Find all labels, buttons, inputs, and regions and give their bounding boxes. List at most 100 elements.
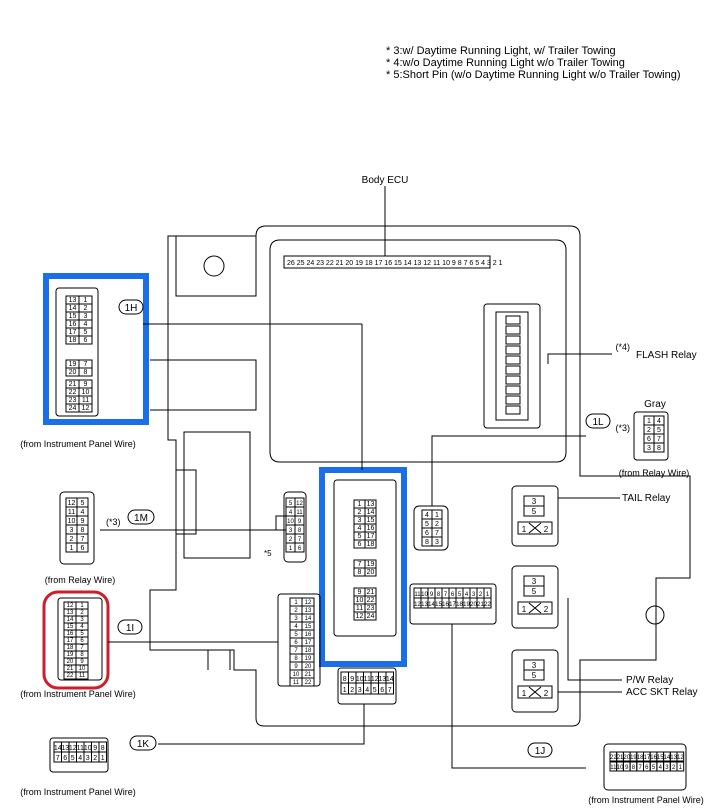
c1j-pin-number: 11 (610, 765, 617, 771)
flash-note: (*4) (615, 342, 630, 352)
relay-pin-number: 3 (532, 577, 537, 586)
c1j-housing-pin-number: 22 (484, 602, 491, 608)
c1m-pin-number: 11 (68, 509, 75, 516)
gray-pin-number: 1 (647, 418, 651, 425)
c1i-pin-number: 18 (67, 645, 74, 651)
gray-source: (from Relay Wire) (619, 468, 690, 478)
c1j-pin-number: 6 (645, 765, 649, 771)
c1h-pin-number: 9 (84, 381, 88, 388)
body-ecu-label: Body ECU (362, 175, 409, 186)
c1k-housing-pin-number: 6 (380, 687, 384, 694)
center-pin-number: 12 (356, 613, 364, 620)
c1k-tag: 1K (137, 739, 150, 750)
c1m-housing-pin-number: 5 (289, 501, 293, 507)
gray-pin-number: 3 (647, 445, 651, 452)
c1j-housing-pin-number: 19 (463, 602, 470, 608)
c1l-housing-pin-number: 7 (435, 530, 439, 537)
c1m-tag: 1M (134, 513, 148, 524)
c1m-housing-pin-number: 6 (298, 546, 302, 552)
c1h-pin-number: 8 (84, 369, 88, 376)
c1h-pin-number: 20 (69, 369, 77, 376)
flash-socket-cell (505, 335, 521, 345)
center-pin-number: 19 (367, 561, 375, 568)
c1l-housing-pin-number: 8 (425, 539, 429, 546)
c1h-pin-number: 14 (69, 305, 77, 312)
c1k-housing-pin-number: 4 (365, 687, 369, 694)
c1j-housing-pin-number: 15 (435, 602, 442, 608)
center-pin-number: 13 (367, 501, 375, 508)
c1k-housing-cell (385, 682, 394, 695)
c1i-housing-pin-number: 3 (294, 616, 298, 622)
c1k-housing-pin-number: 3 (358, 687, 362, 694)
c1k-housing-pin-number: 14 (386, 676, 394, 683)
c1j-housing-pin-number: 14 (428, 602, 435, 608)
center-cell (364, 539, 377, 549)
relay-pin-number: 3 (532, 661, 537, 670)
c1j-pin-number: 21 (617, 755, 624, 761)
c1k-pin-number: 5 (71, 755, 75, 762)
relay-pin-number: 1 (522, 689, 527, 698)
c1k-pin-number: 4 (78, 755, 82, 762)
tail-relay-label: TAIL Relay (622, 493, 670, 504)
c1l-housing-pin-number: 3 (435, 539, 439, 546)
c1m-source: (from Relay Wire) (45, 575, 116, 585)
c1j-housing-pin-number: 12 (414, 602, 421, 608)
c1j-housing-pin-number: 13 (421, 602, 428, 608)
c1j-cell (676, 751, 685, 762)
flash-socket-cell (505, 395, 521, 405)
c1j-pin-number: 12 (677, 755, 684, 761)
center-pin-number: 24 (367, 613, 375, 620)
relay-pin-cell (517, 685, 553, 699)
relay-pin-number: 2 (544, 525, 549, 534)
c1j-pin-number: 22 (610, 755, 617, 761)
center-pin-number: 22 (367, 597, 375, 604)
center-cell (364, 567, 377, 577)
c1h-pin-number: 19 (69, 361, 77, 368)
c1j-housing-pin-number: 16 (442, 602, 449, 608)
center-pin-number: 23 (367, 605, 375, 612)
c1h-pin-number: 6 (84, 337, 88, 344)
c1m-pin-number: 4 (81, 509, 85, 516)
c1i-housing-pin-number: 15 (305, 624, 312, 630)
c1h-pin-number: 16 (69, 321, 77, 328)
relay-pin-cell (523, 585, 545, 597)
gray-pin-number: 5 (657, 427, 661, 434)
relay-pin-cell (517, 601, 553, 615)
c1h-cell (78, 367, 93, 377)
gray-pin-number: 4 (657, 418, 661, 425)
c1j-housing-pin-number: 21 (477, 602, 484, 608)
c1h-pin-number: 15 (69, 313, 77, 320)
flash-socket-cell (505, 385, 521, 395)
center-pin-number: 20 (367, 569, 375, 576)
c1j-pin-number: 10 (617, 765, 624, 771)
gray-pin-number: 7 (657, 436, 661, 443)
c1k-housing-pin-number: 2 (350, 687, 354, 694)
center-pin-number: 1 (358, 501, 362, 508)
c1j-housing-pin-number: 10 (421, 592, 428, 598)
c1i-pin-number: 5 (80, 631, 84, 637)
c1i-pin-number: 2 (80, 610, 84, 616)
flash-socket-cell (505, 375, 521, 385)
c1k-housing-pin-number: 5 (373, 687, 377, 694)
gray-label: Gray (644, 399, 666, 410)
c1i-pin-number: 22 (67, 673, 74, 679)
c1j-tag: 1J (535, 746, 546, 757)
c1m-housing-pin-number: 2 (289, 537, 293, 543)
footnote-5: * 5:Short Pin (w/o Daytime Running Light… (386, 69, 681, 81)
c1l-tag: 1L (592, 417, 604, 428)
center-pin-number: 10 (356, 597, 364, 604)
c1i-pin-number: 12 (67, 603, 74, 609)
c1h-pin-number: 2 (84, 305, 88, 312)
c1i-pin-number: 7 (80, 645, 84, 651)
c1i-cell (75, 671, 89, 680)
c1h-pin-number: 3 (84, 313, 88, 320)
c1m-note: (*3) (106, 517, 121, 527)
relay-pin-cell (523, 505, 545, 517)
c1j-pin-number: 8 (632, 765, 636, 771)
c1k-source: (from Instrument Panel Wire) (20, 787, 136, 797)
c1j-housing-pin-number: 1 (486, 592, 490, 598)
c1h-pin-number: 7 (84, 361, 88, 368)
